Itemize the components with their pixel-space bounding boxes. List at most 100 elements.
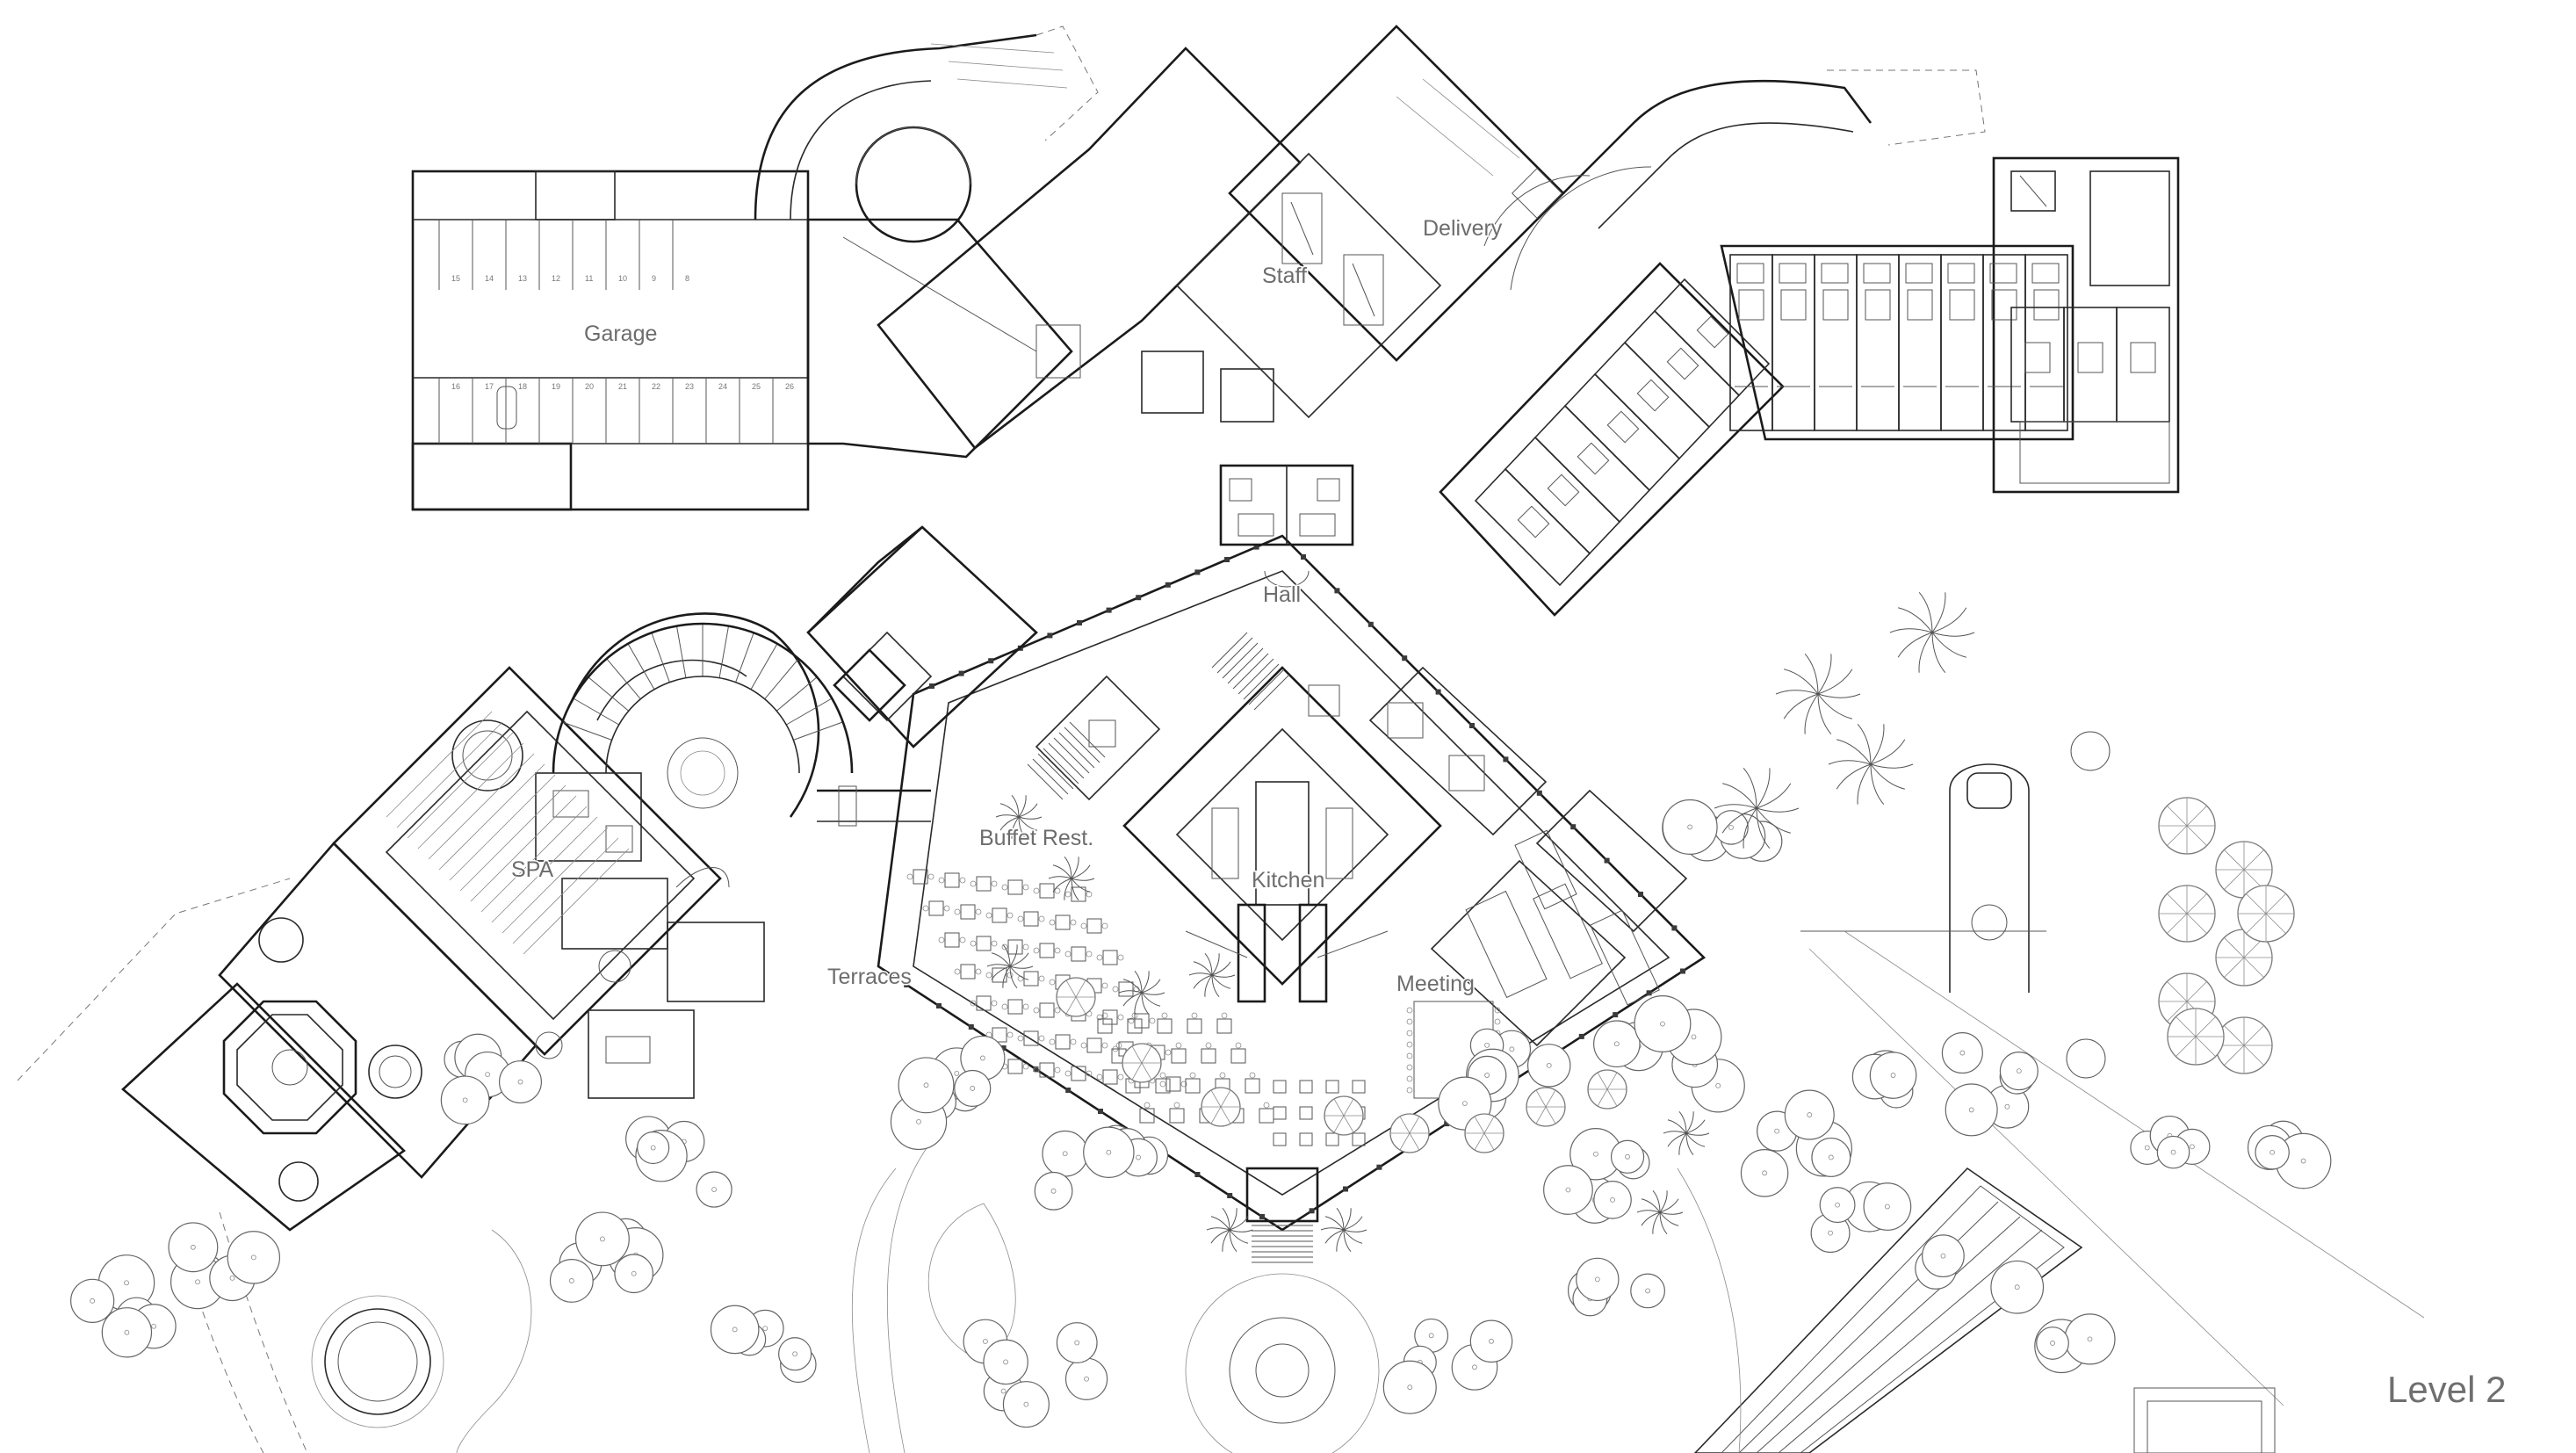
dining-table (944, 932, 960, 948)
column (1343, 1186, 1348, 1192)
column (1444, 1121, 1450, 1127)
column (1536, 790, 1542, 796)
chair (1101, 922, 1108, 929)
tree-trunk (1774, 1128, 1780, 1134)
tree-trunk (1968, 1107, 1974, 1113)
stall-number: 11 (585, 274, 593, 283)
umbrella-rib (2265, 893, 2286, 914)
cabin-divider (793, 721, 843, 741)
dining-table (1325, 1080, 1339, 1094)
dining-table (1102, 1009, 1118, 1025)
paving-line (449, 774, 556, 881)
landscape (17, 592, 2332, 1453)
paving-line (501, 827, 609, 934)
bed (1822, 289, 1849, 321)
palm-frond (1193, 974, 1213, 989)
column (1065, 1088, 1072, 1093)
stair-tread (1058, 732, 1095, 769)
column (1367, 621, 1374, 627)
label-buffet-restaurant: Buffet Rest. (979, 826, 1093, 850)
palm-frond (1931, 592, 1946, 633)
palm-frond (1817, 669, 1853, 695)
tree-trunk (1691, 1034, 1697, 1040)
umbrella-rib (2176, 1036, 2197, 1057)
palm-frond (1743, 768, 1757, 809)
palm-frond (1141, 992, 1165, 995)
tennis-court (1693, 1167, 2276, 1453)
palm-frond (1324, 1229, 1345, 1244)
bed (1949, 289, 1975, 321)
palm-frond (1783, 693, 1819, 719)
palm-frond (991, 952, 1011, 967)
chair (1038, 915, 1045, 922)
palm-frond (1141, 979, 1161, 994)
chair (1406, 1041, 1413, 1048)
umbrella-rib (2167, 893, 2188, 914)
palm-frond (1804, 654, 1819, 695)
chair (1070, 919, 1077, 926)
guest-room (1533, 404, 1651, 524)
tree-trunk (2269, 1149, 2276, 1155)
cabin-divider (573, 698, 619, 726)
umbrella-rib (2224, 937, 2245, 958)
chair (975, 968, 982, 975)
palm-frond (1211, 953, 1220, 976)
bed (1991, 289, 2017, 321)
column (1402, 655, 1408, 661)
dining-table (1086, 1037, 1102, 1053)
tree-trunk (151, 1323, 156, 1329)
palm-frond (1071, 878, 1091, 893)
tree (1999, 1052, 2038, 1091)
palm-frond (1009, 952, 1029, 967)
stair-tread (1243, 663, 1280, 700)
column (1000, 1045, 1007, 1051)
tree-trunk (1890, 1073, 1896, 1078)
palm-frond (1817, 693, 1832, 734)
stair-tread (1227, 647, 1264, 684)
umbrella-rib (2186, 981, 2207, 1002)
chair (991, 940, 998, 947)
canopy-branch (1065, 980, 1077, 998)
cabin-divider (627, 643, 655, 690)
spa-fountain-inner (680, 750, 725, 796)
tree-trunk (2087, 1336, 2093, 1342)
palm-frond (1685, 1132, 1706, 1147)
column (1106, 607, 1112, 613)
bathroom (1779, 263, 1807, 284)
dining-table (1299, 1132, 1313, 1146)
canopy-branch (1075, 980, 1086, 998)
palm-frond (1678, 1110, 1687, 1134)
palm-frond (1118, 990, 1143, 994)
tree (637, 1131, 670, 1165)
tree-trunk (1546, 1062, 1552, 1068)
umbrella-rib (2243, 849, 2264, 871)
palm-frond (1343, 1216, 1363, 1231)
dining-table (1055, 1034, 1071, 1050)
palm-frond (1009, 965, 1034, 969)
tree (168, 1222, 219, 1273)
palm-frond (1229, 1229, 1253, 1233)
stall-number: 9 (652, 274, 656, 283)
palm-frond (1685, 1132, 1694, 1156)
bed (1907, 289, 1933, 321)
canopy-branch (1141, 1062, 1152, 1081)
chair (1054, 1066, 1061, 1073)
umbrella-rib (2246, 893, 2267, 914)
palm-frond (1918, 632, 1933, 673)
bed (1547, 473, 1580, 507)
bathroom (1947, 263, 1975, 284)
tree-trunk (1610, 1196, 1615, 1203)
tree-trunk (1472, 1364, 1477, 1370)
chair (1049, 1038, 1056, 1045)
stall-number: 12 (552, 274, 560, 283)
tree (1922, 1234, 1965, 1278)
room-row-cells (1729, 254, 2170, 431)
chair (1001, 943, 1008, 951)
tree (1056, 1322, 1098, 1363)
chair (1173, 1102, 1180, 1109)
chair (1219, 1072, 1226, 1079)
chair (1001, 1003, 1008, 1010)
chair (1001, 884, 1008, 891)
palm-frond (1343, 1229, 1352, 1253)
label-spa: SPA (511, 857, 553, 882)
